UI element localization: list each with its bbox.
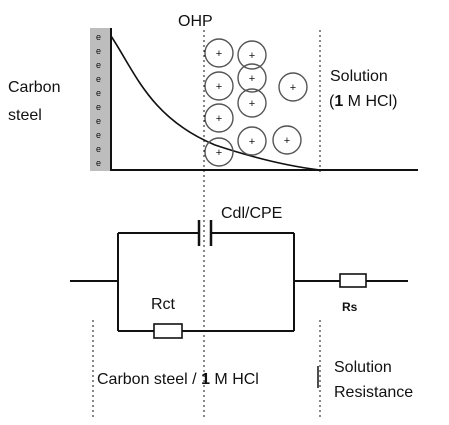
cdl-cpe-label: Cdl/CPE <box>221 205 282 222</box>
solution-resistance-label-line1: Solution <box>334 359 392 376</box>
solvated-ion: + <box>237 126 267 156</box>
electrode-charge-mark: e <box>96 46 101 56</box>
electrode-charge-mark: e <box>96 88 101 98</box>
ohp-label: OHP <box>178 13 213 30</box>
svg-text:+: + <box>249 50 255 62</box>
electrode-charge-mark: e <box>96 60 101 70</box>
svg-text:+: + <box>216 147 222 159</box>
equivalent-circuit <box>70 220 408 420</box>
solution-label-line1: Solution <box>330 68 388 85</box>
solvated-ion: + <box>204 71 234 101</box>
potential-decay-curve <box>110 35 321 171</box>
rs-resistor-symbol <box>339 273 367 288</box>
metal-label-line1: Carbon <box>8 79 60 96</box>
electrode-surface <box>90 28 110 171</box>
solvated-ion: + <box>204 103 234 133</box>
solvated-ion: + <box>204 137 234 167</box>
rct-label: Rct <box>151 296 176 313</box>
solvated-ion: + <box>278 72 308 102</box>
rs-label: Rs <box>342 300 358 314</box>
rct-resistor-symbol <box>153 323 183 339</box>
svg-text:+: + <box>216 81 222 93</box>
electrode-charge-mark: e <box>96 130 101 140</box>
solvated-ion: + <box>204 38 234 68</box>
electrode-charge-mark: e <box>96 144 101 154</box>
solution-resistance-label-line2: Resistance <box>334 384 413 401</box>
svg-text:+: + <box>290 82 296 94</box>
svg-text:+: + <box>284 135 290 147</box>
svg-text:+: + <box>216 48 222 60</box>
metal-label-line2: steel <box>8 107 42 124</box>
interface-label: Carbon steel / 1 M HCl <box>97 371 259 388</box>
solvated-ion: + <box>237 40 267 70</box>
electrode-charge-mark: e <box>96 116 101 126</box>
electrode-charge-mark: e <box>96 158 101 168</box>
electrode-charge-mark: e <box>96 74 101 84</box>
electrode-charge-mark: e <box>96 102 101 112</box>
electrode-charge-mark: e <box>96 32 101 42</box>
svg-text:+: + <box>249 136 255 148</box>
solvated-ions: + + + + + + + + + + <box>204 38 308 167</box>
solvated-ion: + <box>272 125 302 155</box>
svg-text:+: + <box>249 98 255 110</box>
solution-label-line2: (1 M HCl) <box>329 93 397 110</box>
cpe-capacitor-symbol <box>197 220 213 246</box>
solvated-ion: + <box>237 63 267 93</box>
solvated-ion: + <box>237 88 267 118</box>
svg-text:+: + <box>216 113 222 125</box>
svg-text:+: + <box>249 73 255 85</box>
